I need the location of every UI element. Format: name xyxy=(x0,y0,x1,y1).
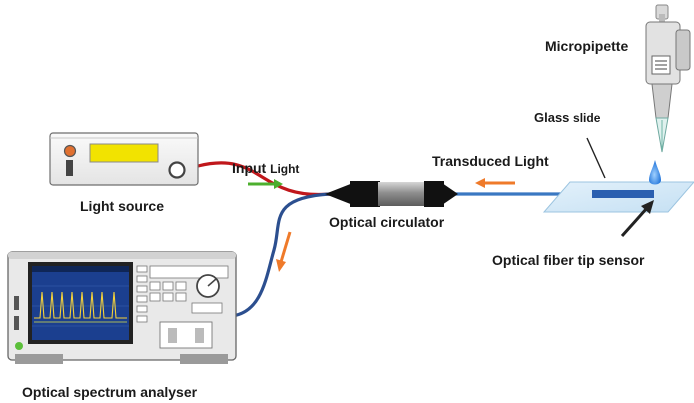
micropipette-device xyxy=(645,4,691,153)
label-fiber-tip-sensor: Optical fiber tip sensor xyxy=(492,252,645,268)
optical-circulator xyxy=(325,181,458,207)
input-fiber xyxy=(197,161,331,197)
label-transduced-light: Transduced Light xyxy=(432,153,549,169)
light-source-device xyxy=(49,132,199,186)
power-knob-icon xyxy=(63,144,77,158)
label-micropipette: Micropipette xyxy=(545,38,629,54)
label-glass-slide-sub: slide xyxy=(573,111,601,125)
label-light-source: Light source xyxy=(80,198,165,214)
light-source-display xyxy=(89,143,159,163)
droplet-icon xyxy=(649,160,661,185)
light-source-dial-icon xyxy=(168,161,186,179)
sensor-pointer xyxy=(620,200,654,237)
label-input-light-main: Input xyxy=(232,160,267,176)
label-optical-circulator: Optical circulator xyxy=(329,214,445,230)
analyser-power-icon xyxy=(15,342,23,350)
return-arrow xyxy=(276,231,292,272)
label-spectrum-analyser: Optical spectrum analyser xyxy=(22,384,198,400)
label-glass-slide: Glass slide xyxy=(534,110,600,125)
label-input-light: Input Light xyxy=(232,160,299,176)
transduced-arrow xyxy=(475,178,515,188)
input-arrow xyxy=(248,179,283,189)
light-source-port-icon xyxy=(66,160,73,176)
sensor-tip xyxy=(592,190,654,198)
glass-slide-pointer xyxy=(586,137,606,179)
label-input-light-sub: Light xyxy=(270,162,300,176)
spectrum-analyser-device xyxy=(7,251,237,364)
label-glass-slide-main: Glass xyxy=(534,110,570,125)
spectrum-trace xyxy=(34,291,127,319)
output-fiber xyxy=(231,192,331,318)
